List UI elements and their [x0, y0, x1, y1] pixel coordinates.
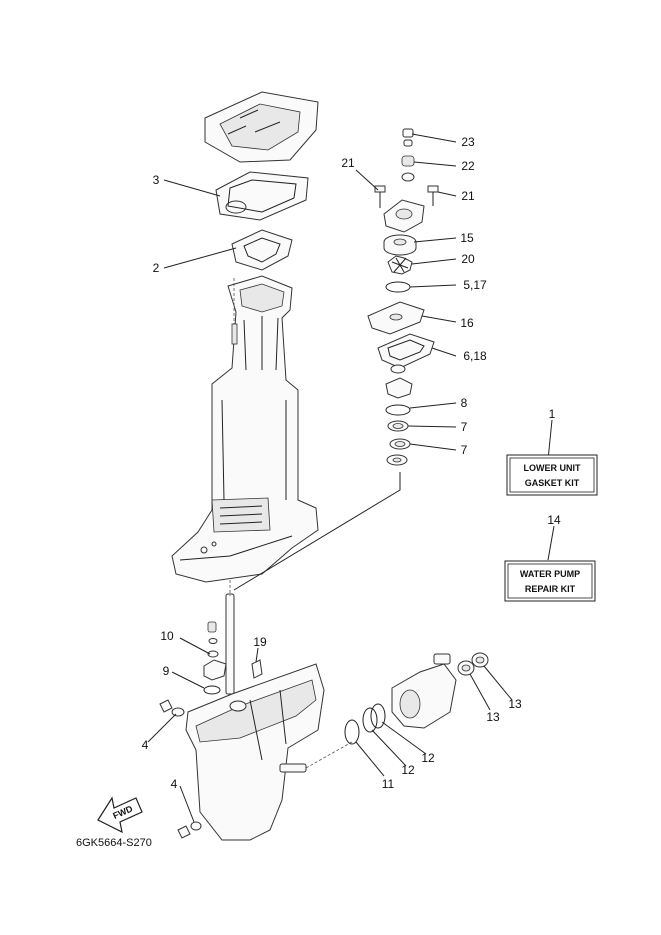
callout-13a: 13	[486, 710, 500, 724]
drive-shaft-housing	[171, 275, 319, 583]
upper-mount-plate	[204, 91, 319, 163]
callout-10: 10	[160, 629, 174, 643]
propeller-shaft-housing	[344, 652, 489, 745]
callout-21b: 21	[461, 189, 475, 203]
callout-16: 16	[460, 316, 474, 330]
callout-8: 8	[461, 396, 468, 410]
callout-20: 20	[461, 252, 475, 266]
callout-21a: 21	[341, 156, 355, 170]
callout-14: 14	[547, 513, 561, 527]
callouts: 1 2 3 4 4 5,17 6,18 7 7 8 9 10 11 12 12 …	[142, 135, 561, 791]
callout-3: 3	[153, 173, 160, 187]
fwd-arrow: FWD	[97, 796, 143, 834]
callout-4a: 4	[142, 738, 149, 752]
callout-4b: 4	[171, 777, 178, 791]
gasket-3	[215, 171, 309, 221]
callout-12b: 12	[421, 751, 435, 765]
lower-unit-kit-line2: GASKET KIT	[525, 478, 580, 488]
leader-lines	[147, 133, 555, 823]
lower-unit	[159, 621, 353, 841]
drawing-code: 6GK5664-S270	[76, 837, 152, 849]
callout-6-18: 6,18	[463, 349, 487, 363]
drive-shaft	[225, 580, 235, 695]
callout-5-17: 5,17	[463, 278, 487, 292]
callout-15: 15	[460, 231, 474, 245]
gasket-2	[231, 229, 293, 271]
callout-11: 11	[382, 777, 395, 791]
callout-2: 2	[153, 261, 160, 275]
water-pump-kit-line2: REPAIR KIT	[525, 584, 576, 594]
lower-unit-gasket-kit-box: LOWER UNIT GASKET KIT	[506, 454, 598, 496]
callout-12a: 12	[401, 763, 415, 777]
callout-1: 1	[549, 407, 556, 421]
callout-22: 22	[461, 159, 475, 173]
lower-unit-kit-line1: LOWER UNIT	[524, 463, 581, 473]
callout-19: 19	[253, 635, 267, 649]
water-pump-kit-line1: WATER PUMP	[520, 569, 580, 579]
callout-13b: 13	[508, 697, 522, 711]
callout-9: 9	[163, 664, 170, 678]
callout-23: 23	[461, 135, 475, 149]
callout-7a: 7	[461, 420, 468, 434]
water-pump-parts	[233, 128, 439, 591]
callout-7b: 7	[461, 443, 468, 457]
water-pump-repair-kit-box: WATER PUMP REPAIR KIT	[504, 560, 596, 602]
